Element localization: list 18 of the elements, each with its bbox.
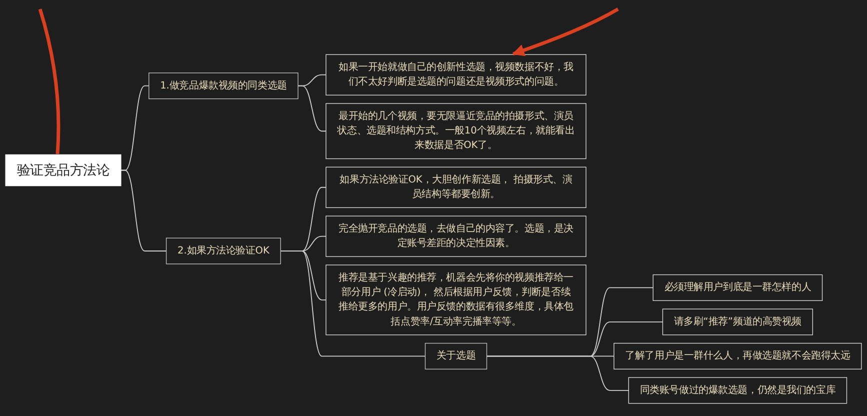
node-box: 如果方法论验证OK，大胆创作新选题， 拍摄形式、演员结构等都要创新。: [326, 166, 586, 208]
node-box: 2.如果方法论验证OK: [166, 238, 281, 264]
node-box: 了解了用户是一群什么人，再做选题就不会跑得太远: [614, 342, 862, 370]
connector: [486, 356, 630, 391]
annotation-arrow: [512, 8, 619, 56]
node-box: 完全抛开竞品的选题，去做自己的内容了。选题，是决定账号差距的决定性因素。: [326, 216, 586, 257]
node-box: 请多刷“推荐”频道的高赞视频: [662, 308, 813, 336]
node-box: 验证竞品方法论: [5, 154, 122, 186]
node-box: 如果一开始就做自己的创新性选题，视频数据不好，我们不太好判断是选题的问题还是视频形式的问题。: [326, 54, 586, 96]
node-box: 推荐是基于兴趣的推荐，机器会先将你的视频推荐给一部分用户 (冷启动)， 然后根据用户反馈，判断是否续推给更多的用户。用户反馈的数据有很多维度，具体包括点赞率/互动率完播率等等。: [326, 264, 586, 336]
node-box: 关于选题: [424, 342, 488, 370]
node-box: 必须理解用户到底是一群怎样的人: [652, 274, 823, 301]
connector: [298, 85, 326, 132]
node-box: 1.做竞品爆款视频的同类选题: [148, 72, 298, 100]
node-box: 最开始的几个视频，要无限逼近竞品的拍摄形式、演员状态、选题和结构方式。一般10个视频左右，就能看出来数据是否OK了。: [326, 103, 586, 160]
node-box: 同类账号做过的爆款选题，仍然是我们的宝库: [628, 377, 848, 404]
connector: [280, 250, 426, 357]
connector: [120, 170, 167, 252]
